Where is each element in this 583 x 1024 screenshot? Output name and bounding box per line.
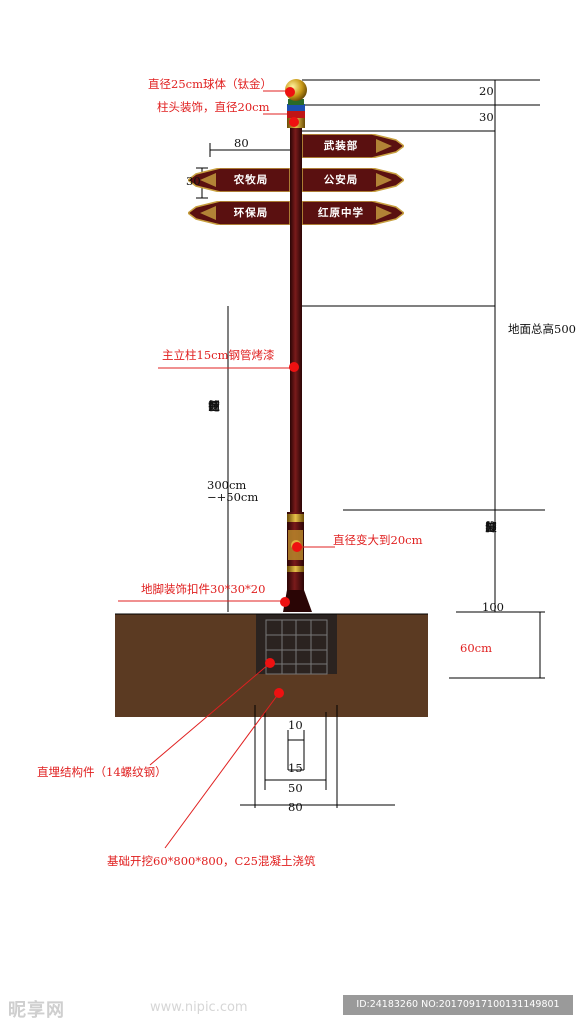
annotation-ball: 直径25cm球体（钛金）	[148, 77, 272, 91]
annotation-main-post: 主立柱15cm钢管烤漆	[162, 348, 275, 362]
dim-30-sign: 30	[186, 174, 201, 188]
sign-label: 农牧局	[233, 174, 269, 186]
char: 通	[208, 399, 220, 413]
sign-label: 公安局	[323, 174, 359, 186]
annotation-embedded: 直埋结构件（14螺纹钢）	[37, 765, 167, 779]
dim-b10: 10	[288, 718, 303, 732]
watermark-logo: 昵享网	[8, 1000, 65, 1021]
annotation-cap: 柱头装饰，直径20cm	[157, 100, 270, 114]
watermark-site: www.nipic.com	[150, 1000, 248, 1015]
sign-low-left: 环保局	[188, 201, 290, 225]
char: 部	[485, 520, 497, 534]
dim-b80: 80	[288, 800, 303, 814]
sign-label: 红原中学	[318, 207, 364, 219]
sign-mid-left: 农牧局	[188, 168, 290, 192]
main-post	[290, 128, 302, 520]
char: 饰	[485, 520, 497, 534]
char: 柱	[485, 520, 497, 534]
sign-mid-right: 公安局	[302, 168, 404, 192]
dim-80-sign: 80	[234, 136, 249, 150]
char: 行	[208, 399, 220, 413]
base-deco-size: 100	[482, 600, 504, 614]
sign-low-right: 红原中学	[302, 201, 404, 225]
control-zone-size: 300cm	[207, 478, 247, 492]
char: 控	[208, 399, 220, 413]
annotation-base-clip: 地脚装饰扣件30*30*20	[141, 582, 266, 596]
annotation-foundation: 基础开挖60*800*800，C25混凝土浇筑	[107, 854, 316, 868]
image-id-badge: ID:24183260 NO:20170917100131149801	[343, 995, 573, 1015]
dim-30-top: 30	[479, 110, 494, 124]
depth-60: 60cm	[460, 641, 492, 655]
char: 脚	[485, 520, 497, 534]
sign-label: 环保局	[233, 207, 269, 219]
dim-total-height: 地面总高500	[508, 322, 576, 336]
dim-20: 20	[479, 84, 494, 98]
base-clip	[283, 590, 312, 612]
char: 制	[208, 399, 220, 413]
dim-b15: 15	[288, 761, 303, 775]
char: 装	[485, 520, 497, 534]
control-zone-tolerance: −+50cm	[207, 490, 259, 504]
sign-top-right: 武装部	[302, 134, 404, 158]
dim-b50: 50	[288, 781, 303, 795]
annotation-diameter-change: 直径变大到20cm	[333, 533, 423, 547]
char: 分	[485, 520, 497, 534]
sign-label: 武装部	[323, 140, 359, 152]
char: 区	[208, 399, 220, 413]
char: 域	[208, 399, 220, 413]
